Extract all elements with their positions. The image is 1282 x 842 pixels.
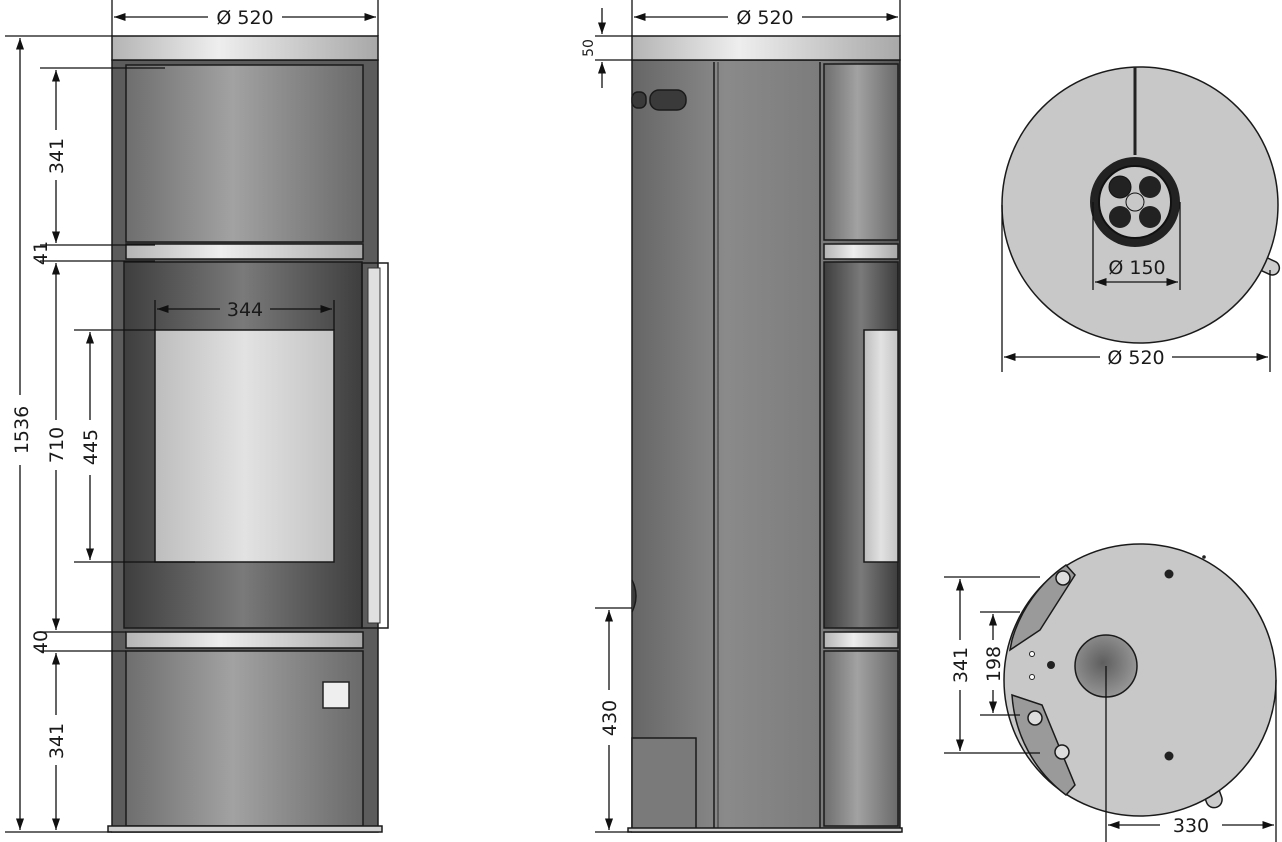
front-glass — [154, 329, 335, 563]
side-ash-box — [631, 737, 697, 831]
inner-span-label: 198 — [983, 646, 1005, 682]
front-upper-band — [125, 243, 364, 260]
upper-bracket — [1008, 564, 1076, 652]
front-top-panel — [125, 64, 364, 243]
front-bottom-panel — [125, 650, 364, 827]
glass-height-label: 445 — [80, 429, 102, 465]
front-width-label: Ø 520 — [216, 7, 273, 29]
side-bottom-panel — [823, 650, 899, 827]
side-width-label: Ø 520 — [736, 7, 793, 29]
offset-label: 330 — [1173, 815, 1209, 837]
air-inlet — [631, 579, 637, 613]
lower-band-label: 40 — [30, 630, 52, 654]
side-lower-band — [823, 631, 899, 649]
top-view: Ø 150 Ø 520 — [1001, 66, 1281, 372]
front-top-cap — [111, 35, 379, 61]
bottom-view: 341 198 330 — [944, 543, 1277, 842]
flue-diameter-label: Ø 150 — [1108, 257, 1165, 279]
top-diameter-label: Ø 520 — [1107, 347, 1164, 369]
front-view: Ø 520 1536 341 41 710 445 344 40 341 — [5, 0, 389, 833]
front-lower-band — [125, 631, 364, 649]
top-panel-label: 341 — [46, 138, 68, 174]
bottom-panel-label: 341 — [46, 723, 68, 759]
door-handle-bar — [367, 267, 381, 624]
front-base — [107, 825, 383, 833]
side-glass — [863, 329, 899, 563]
side-view: Ø 520 50 430 — [581, 0, 903, 833]
side-base — [627, 827, 903, 833]
side-upper-band — [823, 243, 899, 260]
rear-flue-pipe — [649, 89, 687, 111]
flue-stub — [631, 91, 647, 109]
side-top-panel — [823, 63, 899, 241]
door-handle — [361, 262, 389, 629]
upper-band-label: 41 — [30, 241, 52, 265]
total-height-label: 1536 — [11, 406, 33, 454]
side-top-cap — [631, 35, 901, 61]
cap-height-label: 50 — [581, 39, 597, 57]
door-height-label: 710 — [46, 427, 68, 463]
glass-width-label: 344 — [227, 299, 263, 321]
air-inlet-height-label: 430 — [599, 700, 621, 736]
ash-door-latch — [322, 681, 350, 709]
outer-span-label: 341 — [950, 647, 972, 683]
